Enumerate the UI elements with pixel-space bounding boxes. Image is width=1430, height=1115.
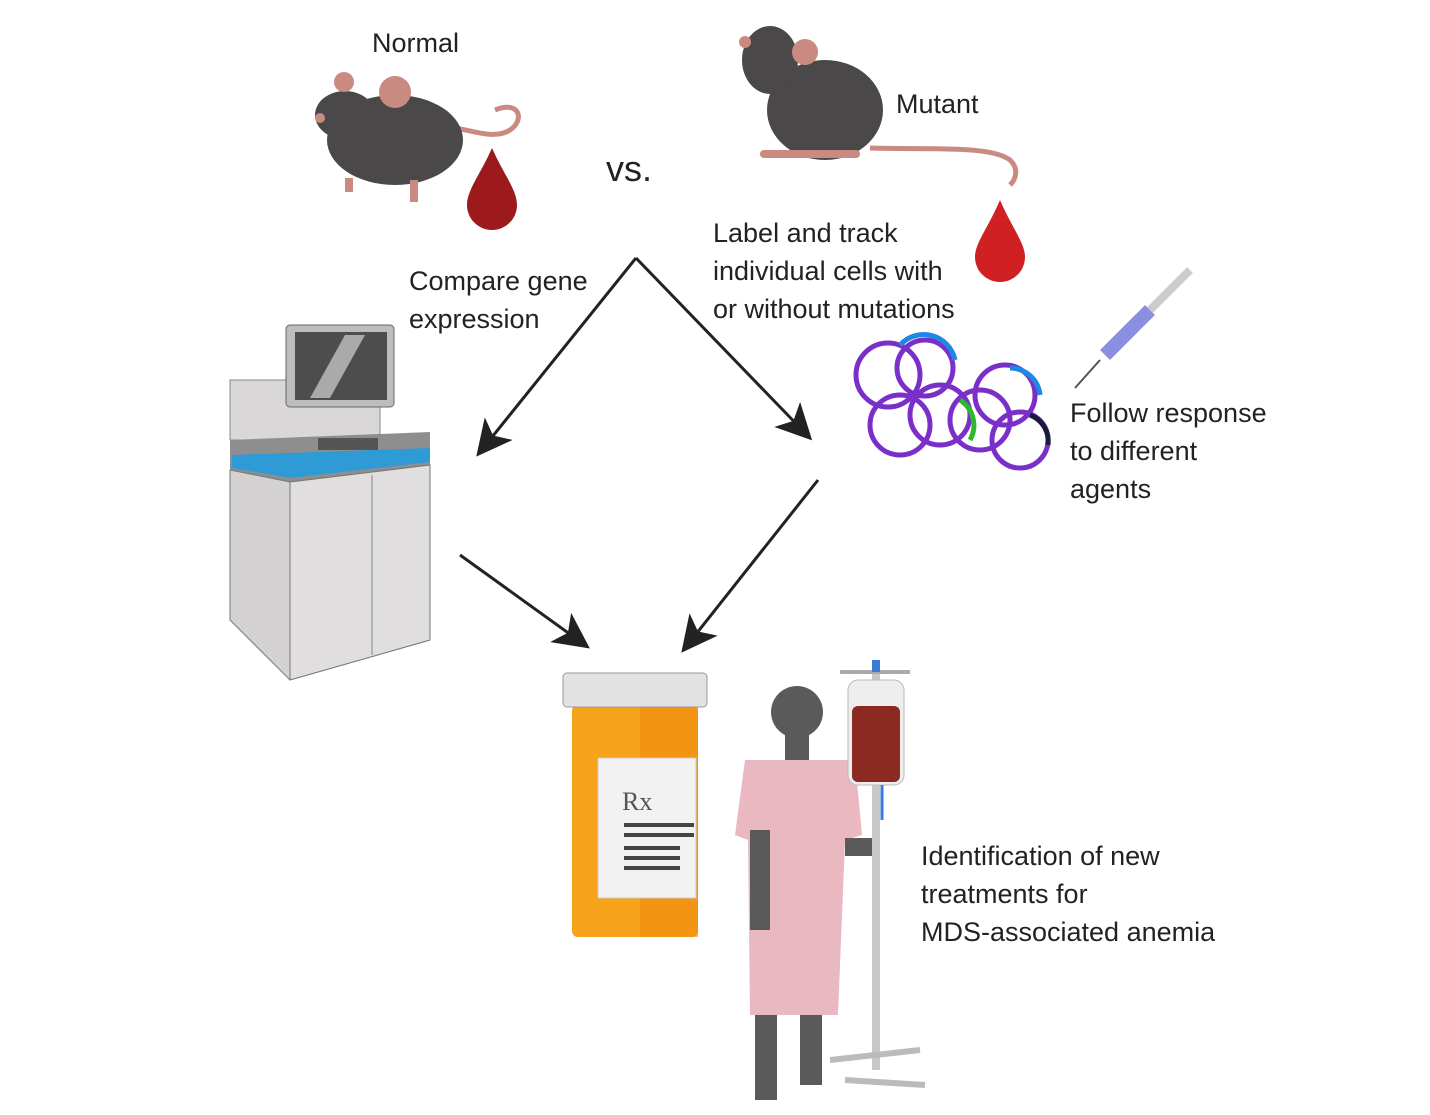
follow-line-2: to different (1070, 436, 1198, 466)
compare-line-1: Compare gene (409, 266, 588, 296)
normal-label: Normal (372, 28, 459, 58)
blood-drop-mutant-icon (975, 200, 1025, 282)
identification-line-3: MDS-associated anemia (921, 917, 1216, 947)
identification-line-2: treatments for (921, 879, 1088, 909)
label-track-line-2: individual cells with (713, 256, 943, 286)
mutant-mouse-icon (739, 26, 1019, 187)
pill-bottle-icon: Rx (562, 672, 708, 937)
blood-drop-normal-icon (467, 148, 517, 230)
arrow-to-sequencer (476, 257, 638, 457)
plasmids-icon (853, 332, 1051, 471)
follow-line-1: Follow response (1070, 398, 1267, 428)
label-track-line-1: Label and track (713, 218, 898, 248)
label-track-line-3: or without mutations (713, 294, 955, 324)
follow-line-3: agents (1070, 474, 1151, 504)
iv-stand-icon (829, 660, 926, 1088)
arrow-sequencer-to-treatment (459, 553, 590, 649)
rx-label: Rx (622, 787, 652, 816)
mutant-label: Mutant (896, 89, 979, 119)
vs-label: vs. (606, 148, 652, 189)
arrow-plasmids-to-treatment (681, 479, 820, 653)
arrow-to-plasmids (634, 256, 813, 441)
normal-mouse-icon (315, 72, 521, 202)
compare-line-2: expression (409, 304, 540, 334)
sequencer-machine-icon (229, 324, 431, 681)
patient-icon (735, 686, 880, 1100)
identification-line-1: Identification of new (921, 841, 1160, 871)
syringe-icon (1074, 267, 1193, 389)
